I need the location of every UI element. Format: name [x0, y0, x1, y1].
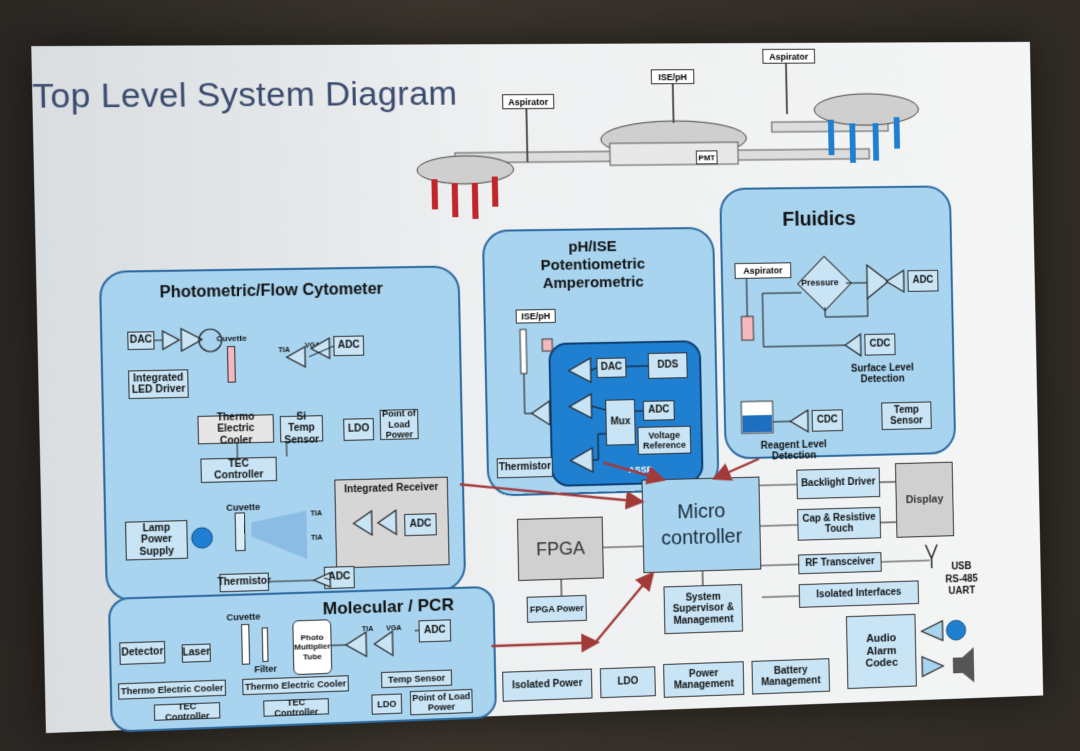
left-carousel: [417, 155, 514, 184]
antenna-icon: [926, 544, 938, 568]
ph-ise-wiring: [518, 328, 718, 495]
system-connections: [31, 42, 1043, 733]
analyzer-illustration: Aspirator ISE/pH Aspirator PMT: [392, 42, 948, 246]
bus-lines: [560, 481, 930, 604]
projection-screen: Top Level System Diagram Aspirator ISE/p…: [31, 42, 1043, 733]
alarm-led-icon: [946, 620, 966, 640]
left-tubes: [431, 176, 499, 219]
data-arrows: [460, 459, 763, 647]
molecular-wiring: [110, 588, 495, 731]
fluidics-wiring: [721, 187, 954, 457]
speaker-icon: [952, 647, 975, 684]
photometric-wiring: [101, 267, 464, 600]
right-carousel: [814, 93, 919, 125]
fluidics-panel: Fluidics Aspirator Pressure ADC CDC Surf…: [719, 185, 957, 462]
audio-outputs: [921, 621, 943, 677]
molecular-panel: Molecular / PCR Cuvette Detector Laser F…: [107, 585, 498, 733]
photometric-panel: Photometric/Flow Cytometer DAC Cuvette T…: [98, 265, 467, 603]
ph-ise-panel: pH/ISE Potentiometric Amperometric ISE/p…: [481, 226, 720, 497]
